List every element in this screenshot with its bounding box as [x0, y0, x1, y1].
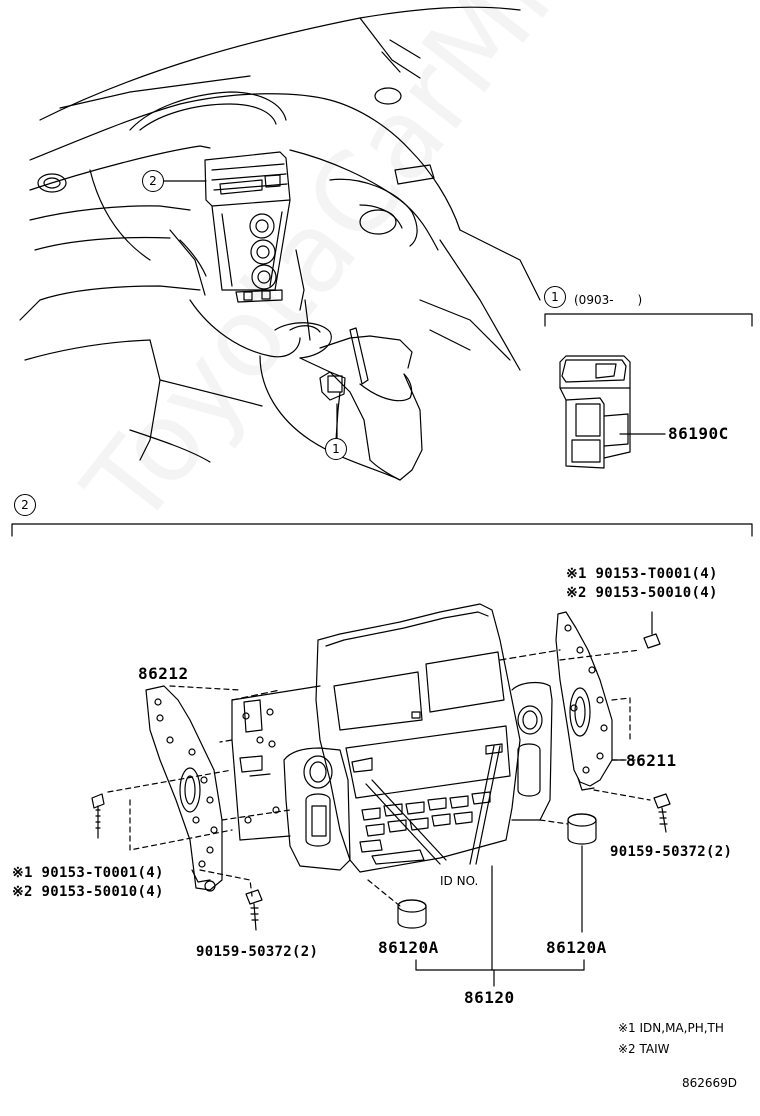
note-1: ※1 IDN,MA,PH,TH — [618, 1021, 724, 1035]
screw-left-2: ※2 90153-50010(4) — [12, 884, 164, 900]
callout-1-section: 1 — [544, 286, 566, 308]
radio-assembly — [219, 603, 597, 987]
part-86120a-right: 86120A — [546, 938, 607, 957]
screw-right-2: ※2 90153-50010(4) — [566, 585, 718, 601]
id-no-label: ID NO. — [440, 874, 479, 888]
callout-2-section: 2 — [14, 494, 36, 516]
switch-86190c — [559, 355, 666, 469]
figure-id: 862669D — [682, 1076, 738, 1090]
callout-2-top: 2 — [142, 170, 164, 192]
callout-1-top: 1 — [325, 438, 347, 460]
part-86212: 86212 — [138, 664, 189, 683]
screw-left-1: ※1 90153-T0001(4) — [12, 865, 164, 881]
part-86190c: 86190C — [668, 424, 729, 443]
bracket-86211 — [555, 611, 671, 833]
part-86120: 86120 — [464, 988, 515, 1007]
bolt-left: 90159-50372(2) — [196, 944, 319, 960]
bolt-right: 90159-50372(2) — [610, 844, 733, 860]
note-2: ※2 TAIW — [618, 1042, 670, 1056]
section1-range: (0903- ) — [574, 293, 643, 307]
bracket-86212 — [91, 685, 291, 931]
dashboard-illustration — [19, 6, 541, 481]
screw-right-1: ※1 90153-T0001(4) — [566, 566, 718, 582]
part-86120a-left: 86120A — [378, 938, 439, 957]
section2-frame — [11, 523, 753, 537]
part-86211: 86211 — [626, 751, 677, 770]
